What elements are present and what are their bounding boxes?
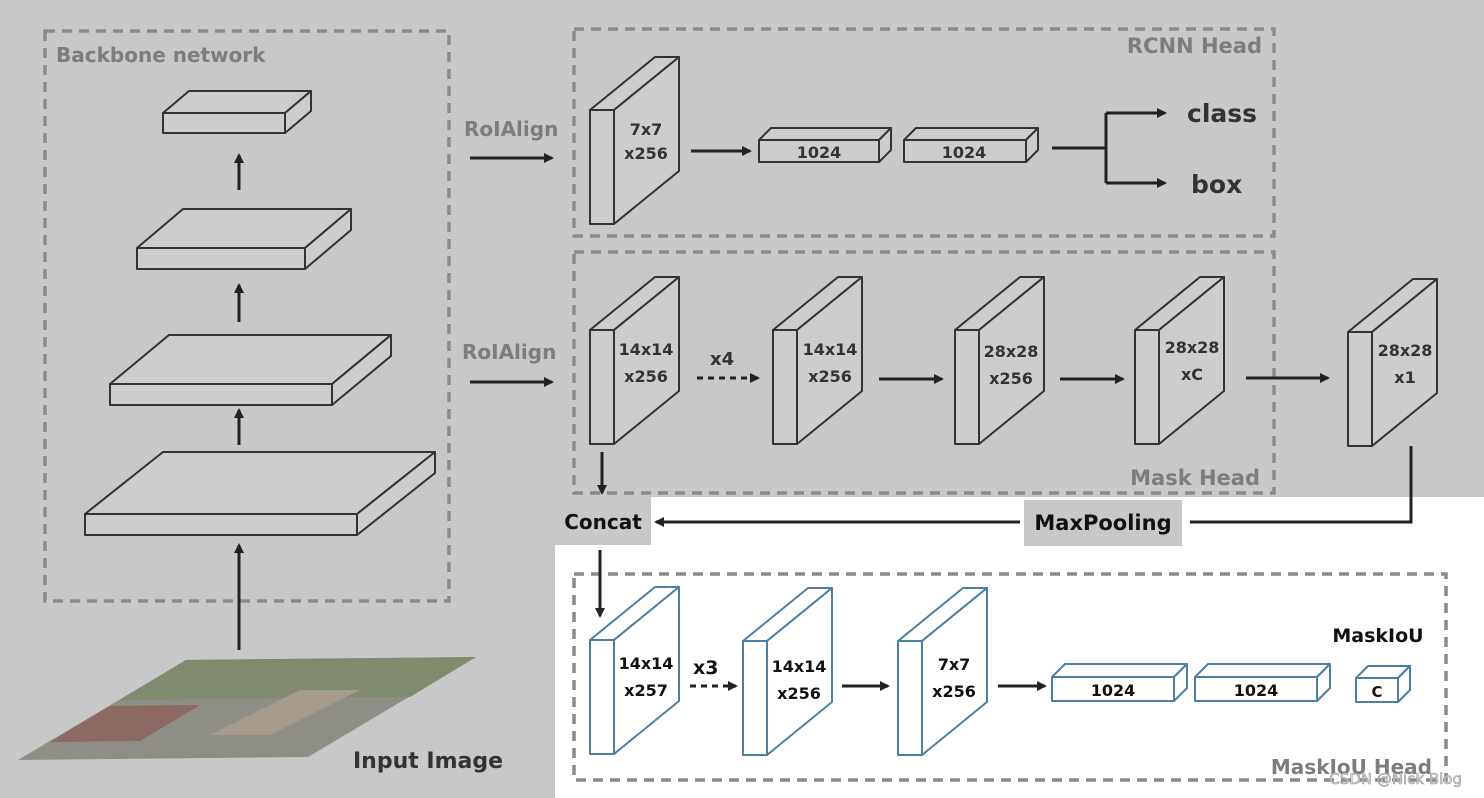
concat-label: Concat xyxy=(564,510,642,534)
maskiou-panel-background xyxy=(555,497,1484,798)
mask-feature-map-4 xyxy=(1134,276,1225,445)
mask-f1-channels: x256 xyxy=(624,367,668,386)
mask-f2-size: 14x14 xyxy=(803,340,858,359)
rcnn-fc2-label: 1024 xyxy=(942,143,987,162)
rcnn-head-title: RCNN Head xyxy=(1127,34,1262,58)
maskiou-fc1-block xyxy=(1051,663,1188,702)
maskiou-fc1-label: 1024 xyxy=(1091,681,1136,700)
maskiou-feature-map-1 xyxy=(589,586,680,755)
maxpooling-box xyxy=(1024,500,1182,546)
watermark: CSDN @Nick Blog xyxy=(1329,770,1462,788)
maskiou-f3-channels: x256 xyxy=(932,682,976,701)
input-image-thumbnail xyxy=(18,657,476,760)
mask-head-region xyxy=(572,250,1276,495)
concat-box xyxy=(555,497,651,545)
backbone-layer-2 xyxy=(109,334,392,406)
mask-head-title: Mask Head xyxy=(1130,466,1260,490)
rcnn-fc2-block xyxy=(903,127,1039,163)
mask-output-channels: x1 xyxy=(1394,368,1415,387)
mask-f4-size: 28x28 xyxy=(1165,338,1220,357)
maskiou-fc3-block xyxy=(1355,665,1411,703)
maskiou-f2-channels: x256 xyxy=(777,684,821,703)
maskiou-f3-size: 7x7 xyxy=(938,655,971,674)
maskiou-f2-size: 14x14 xyxy=(772,657,827,676)
mask-output-size: 28x28 xyxy=(1378,341,1433,360)
rcnn-output-box: box xyxy=(1191,170,1242,199)
rcnn-fc1-block xyxy=(758,127,892,163)
maskiou-output-label: MaskIoU xyxy=(1332,625,1423,647)
maskiou-head-title: MaskIoU Head xyxy=(1271,755,1432,779)
mask-feature-map-1 xyxy=(589,276,680,445)
mask-f2-channels: x256 xyxy=(808,367,852,386)
maskiou-fc2-label: 1024 xyxy=(1234,681,1279,700)
maxpooling-label: MaxPooling xyxy=(1034,511,1171,535)
rcnn-feature-size: 7x7 xyxy=(630,120,663,139)
maskiou-f1-size: 14x14 xyxy=(619,654,674,673)
mask-roialign-label: RoIAlign xyxy=(462,340,556,364)
backbone-layer-3 xyxy=(136,208,352,270)
input-image-label: Input Image xyxy=(353,749,503,774)
rcnn-head-region xyxy=(572,27,1276,238)
rcnn-feature-channels: x256 xyxy=(624,144,668,163)
mask-feature-map-2 xyxy=(772,276,863,445)
backbone-layer-1 xyxy=(84,451,436,536)
maskiou-feature-map-3 xyxy=(897,587,988,756)
maskiou-feature-map-2 xyxy=(742,587,833,756)
rcnn-fc1-label: 1024 xyxy=(797,143,842,162)
maskiou-fc2-block xyxy=(1194,663,1331,702)
backbone-region xyxy=(43,29,451,603)
rcnn-feature-map xyxy=(589,56,680,225)
mask-f4-channels: xC xyxy=(1181,365,1203,384)
mask-repeat-label: x4 xyxy=(710,349,734,370)
mask-f1-size: 14x14 xyxy=(619,340,674,359)
backbone-title: Backbone network xyxy=(56,43,266,67)
mask-f3-size: 28x28 xyxy=(984,342,1039,361)
maskiou-head-region xyxy=(572,572,1448,782)
rcnn-roialign-label: RoIAlign xyxy=(464,117,558,141)
maskiou-f1-channels: x257 xyxy=(624,681,668,700)
mask-output-map xyxy=(1347,278,1438,447)
maskiou-repeat-label: x3 xyxy=(693,657,718,679)
rcnn-output-class: class xyxy=(1187,99,1257,128)
mask-feature-map-3 xyxy=(954,276,1045,445)
maskiou-fc3-label: C xyxy=(1371,683,1382,701)
rcnn-branch-arrows xyxy=(1052,108,1167,188)
backbone-layer-4 xyxy=(162,90,312,134)
mask-f3-channels: x256 xyxy=(989,369,1033,388)
mask-output-to-maxpool-line xyxy=(1190,446,1413,524)
